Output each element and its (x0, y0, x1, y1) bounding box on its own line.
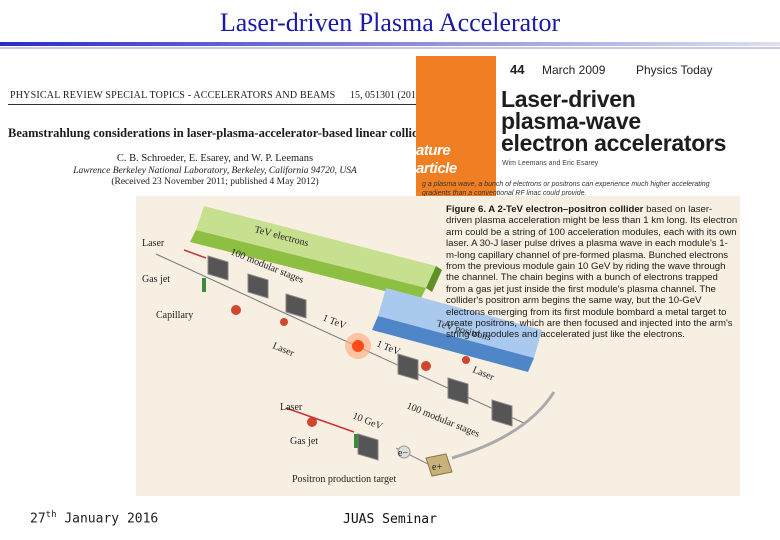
cover-word-2: article (416, 160, 457, 177)
article-headline-2: plasma-wave (501, 108, 641, 134)
page-number: 44 (510, 62, 525, 77)
positron-target-icon (425, 453, 453, 477)
article-headline-1: Laser-driven (501, 86, 636, 112)
label-positron: e+ (432, 462, 442, 473)
article-byline: Wim Leemans and Eric Esarey (502, 160, 599, 167)
collision-point (352, 340, 364, 352)
footer-month-year: January 2016 (56, 511, 159, 527)
label-modular-bottom: 100 modular stages (405, 401, 481, 440)
journal-name: PHYSICAL REVIEW SPECIAL TOPICS - ACCELER… (10, 90, 336, 101)
label-positron-target: Positron production target (292, 474, 396, 485)
electron-arm-end (426, 266, 442, 292)
positron-arm-front (372, 316, 534, 372)
journal-volume: 15, 051301 (2012) (350, 90, 425, 101)
electron-arm-top (196, 206, 436, 288)
title-divider (0, 42, 780, 46)
caption-title: Figure 6. A 2-TeV electron–positron coll… (446, 204, 644, 215)
label-one-tev-a: 1 TeV (321, 313, 348, 333)
article-headline-3: electron accelerators (501, 130, 727, 156)
positron-return-path (451, 391, 556, 460)
paper-title: Beamstrahlung considerations in laser-pl… (8, 126, 435, 140)
electron-marker (397, 445, 411, 459)
caption-body: based on laser-driven plasma acceleratio… (446, 204, 738, 341)
label-laser-top: Laser (142, 238, 165, 249)
label-laser-bottom: Laser (280, 402, 303, 413)
label-laser-right: Laser (471, 365, 496, 384)
laser-arrow-top (183, 249, 207, 259)
paper-authors: C. B. Schroeder, E. Esarey, and W. P. Le… (116, 153, 314, 164)
modules-electron (207, 255, 307, 319)
label-capillary: Capillary (156, 310, 193, 321)
paper-affiliation: Lawrence Berkeley National Laboratory, B… (73, 166, 357, 176)
gas-jet-bottom-icon (354, 434, 358, 448)
cover-thumbnail (416, 56, 496, 196)
electron-arm-front (190, 230, 426, 300)
article-teaser: g a plasma wave, a bunch of electrons or… (422, 181, 710, 197)
magazine-name: Physics Today (636, 63, 713, 77)
footer-seminar: JUAS Seminar (343, 512, 437, 527)
figure-caption: Figure 6. A 2-TeV electron–positron coll… (446, 204, 738, 341)
laser-arrow-bottom (285, 407, 355, 433)
collider-diagram: TeV electrons TeV positrons Laser Gas je… (142, 206, 556, 485)
label-gas-jet-top: Gas jet (142, 274, 170, 285)
title-divider-secondary (0, 47, 780, 49)
journal-rule (8, 104, 430, 105)
footer-day: 27 (30, 511, 46, 527)
footer-date: 27th January 2016 (30, 510, 158, 526)
article-header (496, 56, 740, 196)
label-ten-gev: 10 GeV (351, 411, 385, 433)
slide-title: Laser-driven Plasma Accelerator (219, 8, 561, 37)
modules-positron (357, 353, 513, 461)
positron-arm-top (378, 288, 542, 358)
laser-dots (231, 305, 470, 427)
issue-date: March 2009 (542, 63, 606, 77)
label-laser-mid: Laser (271, 341, 296, 360)
label-one-tev-b: 1 TeV (375, 339, 402, 359)
label-electron: e− (398, 448, 408, 459)
label-gas-jet-bottom: Gas jet (290, 436, 318, 447)
footer-day-suffix: th (45, 510, 57, 520)
paper-received: (Received 23 November 2011; published 4 … (111, 177, 319, 187)
cover-word-1: ature (416, 142, 451, 159)
gas-jet-top-icon (202, 278, 206, 292)
